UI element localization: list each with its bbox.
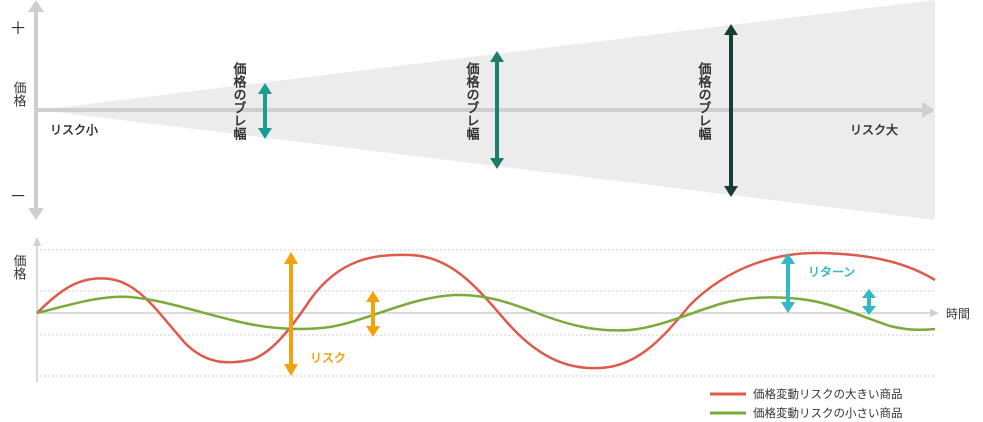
price-swing-arrow-medium	[490, 51, 504, 169]
risk-arrow-high	[284, 252, 298, 376]
return-label: リターン	[808, 265, 855, 279]
low-risk-price-line	[36, 293, 936, 332]
return-arrow-low	[862, 289, 876, 315]
legend-label-high-risk: 価格変動リスクの大きい商品	[753, 387, 903, 401]
price-swing-arrow-small	[258, 83, 272, 139]
price-swing-label-small: 価格のブレ幅	[231, 61, 248, 141]
legend-label-low-risk: 価格変動リスクの小さい商品	[753, 406, 903, 420]
top-y-axis-up-arrowhead	[28, 0, 44, 12]
top-y-plus-label: ＋	[10, 19, 27, 39]
bottom-grid	[40, 249, 935, 377]
risk-arrow-low	[366, 291, 380, 337]
bottom-x-axis-arrowhead	[930, 309, 939, 317]
bottom-y-axis-label: 価格	[11, 254, 27, 280]
price-swing-label-large: 価格のブレ幅	[696, 61, 713, 141]
time-axis-label: 時間	[946, 307, 970, 321]
risk-label: リスク	[310, 351, 346, 365]
top-y-axis-label: 価格	[11, 81, 27, 107]
legend: 価格変動リスクの大きい商品 価格変動リスクの小さい商品	[710, 387, 903, 420]
price-swing-label-medium: 価格のブレ幅	[464, 61, 481, 141]
bottom-y-axis-arrowhead	[33, 237, 41, 246]
top-y-minus-label: －	[10, 187, 27, 207]
high-risk-price-line	[36, 251, 936, 370]
top-x-axis-arrowhead	[922, 102, 935, 118]
risk-small-label: リスク小	[50, 122, 98, 137]
top-y-axis-down-arrowhead	[28, 208, 44, 220]
return-arrow-high	[781, 253, 795, 313]
price-swing-arrow-large	[724, 24, 738, 197]
risk-large-label: リスク大	[850, 122, 898, 137]
